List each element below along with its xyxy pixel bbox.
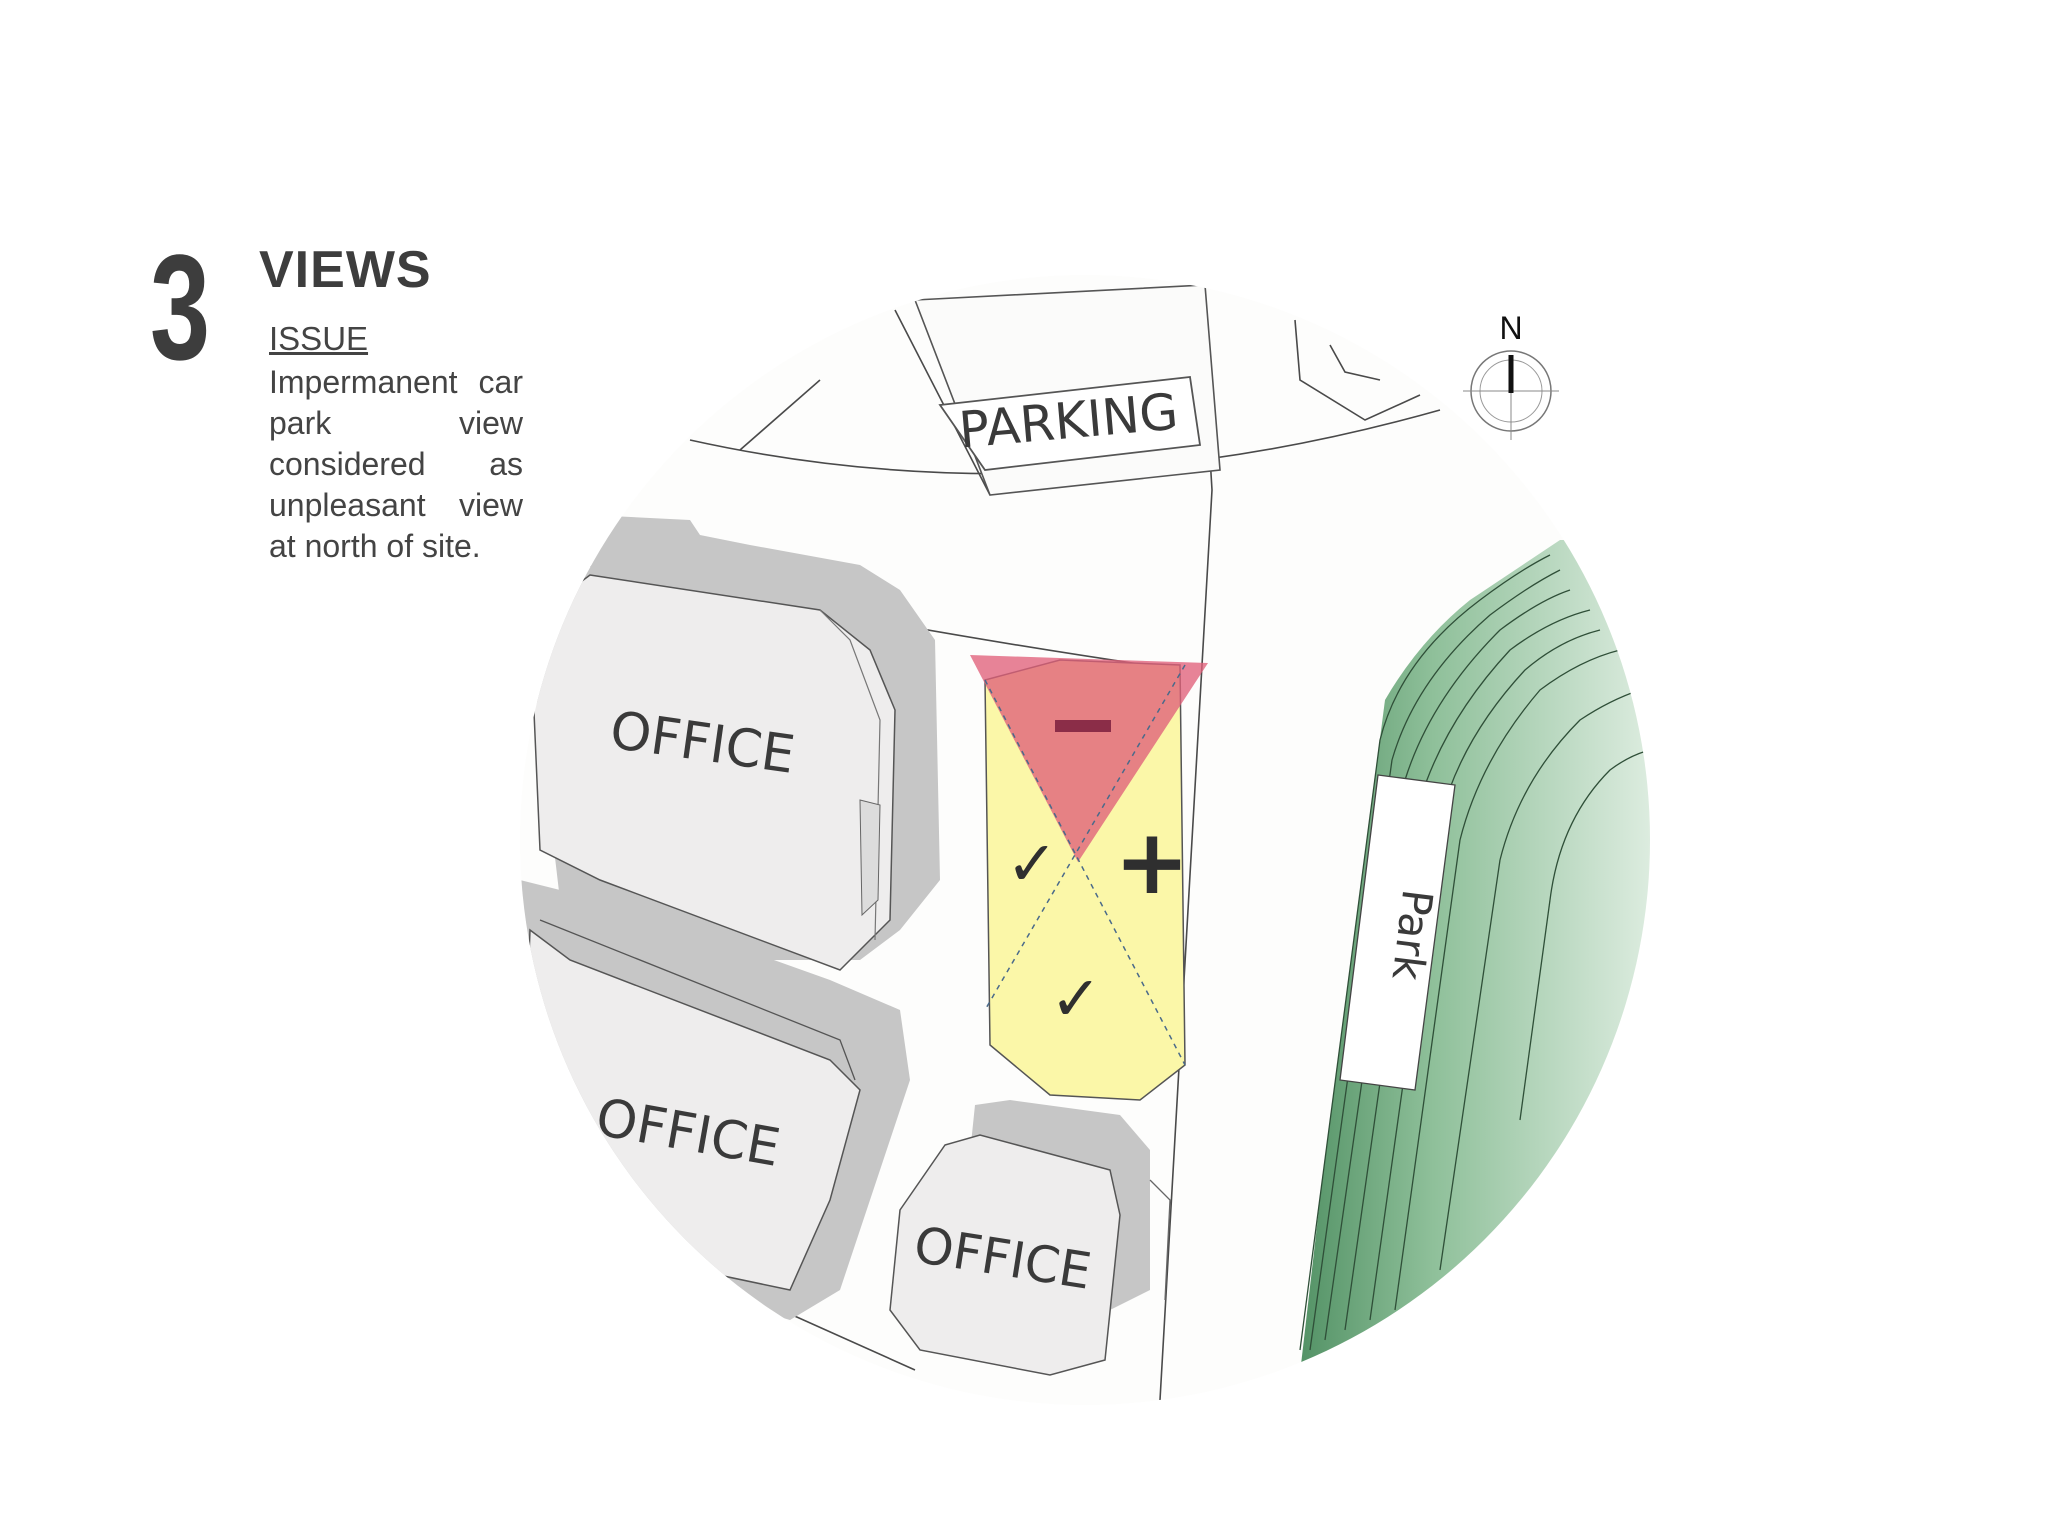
issue-description: Impermanent car park view considered as … [269,364,523,564]
positive-view-icon: + [1114,810,1189,915]
good-view-check-2: ✓ [1050,962,1102,1035]
good-view-check-1: ✓ [1006,827,1058,900]
office-building-1 [520,515,940,971]
section-title: VIEWS [259,241,432,299]
office-building-3 [889,1100,1171,1376]
north-compass: N [1463,310,1559,440]
site-view-analysis [970,655,1208,1101]
section-number: 3 [150,223,211,391]
issue-heading: ISSUE [269,320,369,357]
park-label: Park [1382,887,1442,984]
north-label: N [1499,310,1522,346]
parking-lot [913,284,1221,496]
